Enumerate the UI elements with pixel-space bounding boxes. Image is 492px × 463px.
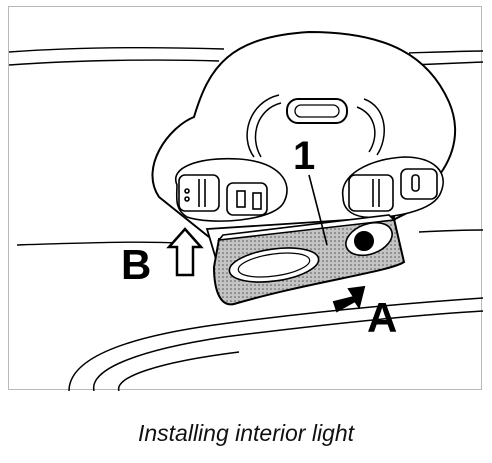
callout-arrow-a: A [367,294,397,341]
center-button [246,94,385,158]
leader-line-1 [308,174,328,246]
arrow-b [166,227,204,277]
right-switch-pod [341,156,444,219]
diagram-frame: 1 B A [8,6,483,391]
windshield-contour [68,297,483,391]
interior-light-unit [212,214,406,306]
interior-light-illustration: 1 B A [9,30,483,391]
arrow-a [332,285,366,313]
callout-arrow-b: B [121,241,151,288]
callout-part-1: 1 [293,134,315,178]
left-switch-pod [174,157,288,222]
headliner-lines [9,47,483,246]
figure-caption: Installing interior light [137,420,355,446]
